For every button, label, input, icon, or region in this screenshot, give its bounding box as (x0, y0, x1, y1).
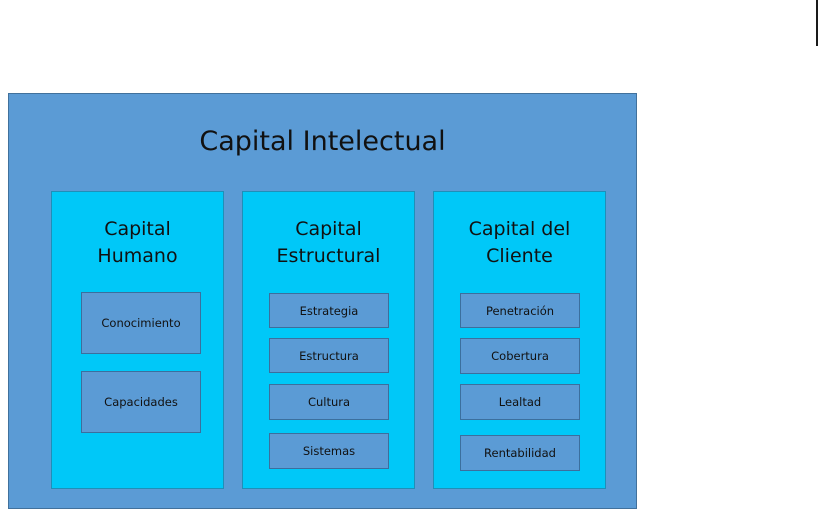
item-capacidades: Capacidades (81, 371, 201, 433)
text-cursor (816, 0, 818, 46)
column-title: Capital Humano (52, 216, 223, 270)
column-title: Capital del Cliente (434, 216, 605, 270)
item-estructura: Estructura (269, 338, 389, 373)
item-penetracion: Penetración (460, 293, 580, 328)
item-rentabilidad: Rentabilidad (460, 435, 580, 471)
item-cobertura: Cobertura (460, 338, 580, 374)
diagram-title: Capital Intelectual (0, 126, 645, 157)
column-title: Capital Estructural (243, 216, 414, 270)
item-cultura: Cultura (269, 384, 389, 420)
item-conocimiento: Conocimiento (81, 292, 201, 354)
item-lealtad: Lealtad (460, 384, 580, 420)
item-estrategia: Estrategia (269, 293, 389, 328)
item-sistemas: Sistemas (269, 433, 389, 469)
